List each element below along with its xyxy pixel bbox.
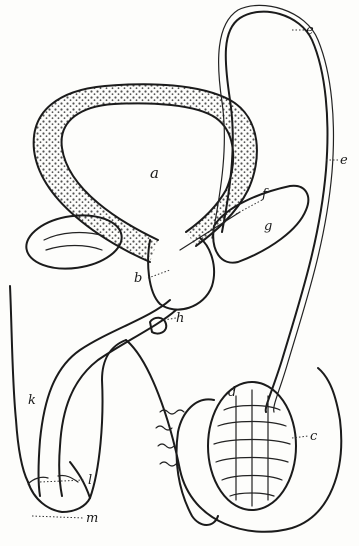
scrotum-outline xyxy=(126,340,341,532)
label-f: f xyxy=(261,187,269,202)
label-k: k xyxy=(28,393,36,408)
epididymis-coils xyxy=(156,410,184,466)
label-m: m xyxy=(86,511,98,526)
prepuce-fold xyxy=(28,475,78,484)
testis xyxy=(208,382,296,510)
label-a: a xyxy=(150,164,159,182)
leader-c xyxy=(292,436,308,438)
vas-deferens-outer xyxy=(222,12,327,412)
label-e-lower: e xyxy=(340,153,348,168)
leader-m xyxy=(32,516,84,518)
label-h: h xyxy=(176,311,184,326)
leader-b xyxy=(148,270,170,278)
penis-ventral-skin xyxy=(90,340,126,498)
label-l: l xyxy=(88,473,92,488)
urethra-lower xyxy=(59,310,176,496)
urethra xyxy=(39,300,177,496)
testis-septa xyxy=(236,390,268,506)
label-c: c xyxy=(310,429,318,444)
pubic-bone-lines xyxy=(44,233,104,250)
label-e-upper: e xyxy=(306,23,314,38)
label-b: b xyxy=(134,271,142,286)
penis-dorsal-skin xyxy=(10,286,28,482)
label-d: d xyxy=(228,385,236,400)
label-g: g xyxy=(264,219,272,234)
